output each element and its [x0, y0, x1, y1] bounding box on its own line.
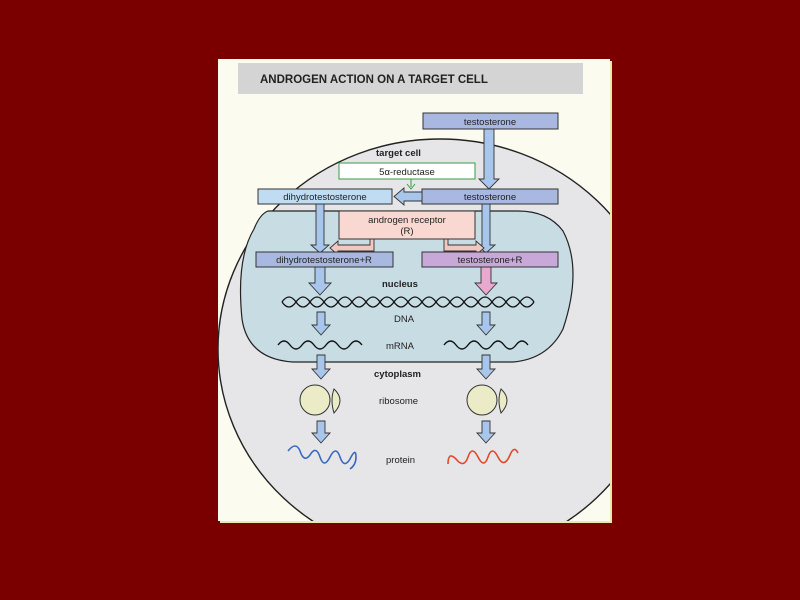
- right-mrna-arrow: [475, 311, 497, 336]
- reductase-arrow: [406, 179, 416, 190]
- dna-label: DNA: [394, 314, 415, 325]
- dht-r-dna-arrow: [307, 266, 333, 296]
- left-mrna-strand: [277, 340, 363, 350]
- left-protein: [287, 445, 357, 470]
- diagram-title: ANDROGEN ACTION ON A TARGET CELL: [260, 74, 488, 86]
- conversion-arrow: [393, 187, 423, 206]
- receptor-right-arrow: [443, 238, 485, 256]
- left-ribosome: [299, 384, 341, 416]
- receptor-label-line1: androgen receptor: [368, 215, 446, 226]
- dna-helix: [281, 296, 535, 308]
- dht-down-arrow: [309, 203, 331, 254]
- ribosome-label: ribosome: [379, 396, 418, 407]
- title-bar: [238, 63, 583, 94]
- figure-panel: ANDROGEN ACTION ON A TARGET CELL testost…: [218, 59, 610, 521]
- receptor-label-line2: (R): [400, 226, 413, 237]
- left-mrna-arrow: [310, 311, 332, 336]
- right-mrna-strand: [443, 340, 529, 350]
- t-r-label: testosterone+R: [458, 255, 523, 266]
- dht-box: [257, 188, 393, 205]
- reductase-label: 5α-reductase: [379, 167, 435, 178]
- left-ribosome-arrow: [310, 354, 332, 380]
- right-protein: [447, 448, 519, 465]
- entry-arrow: [477, 128, 501, 190]
- right-protein-arrow: [475, 420, 497, 444]
- androgen-diagram: ANDROGEN ACTION ON A TARGET CELL testost…: [218, 63, 610, 521]
- cytoplasm-label: cytoplasm: [374, 369, 421, 380]
- left-protein-arrow: [310, 420, 332, 444]
- dht-r-label: dihydrotestosterone+R: [276, 255, 372, 266]
- mrna-label: mRNA: [386, 341, 415, 352]
- receptor-box: [338, 210, 476, 240]
- protein-label: protein: [386, 455, 415, 466]
- testosterone-inside-label: testosterone: [464, 192, 516, 203]
- reductase-box: [338, 162, 476, 180]
- testosterone-outside-label: testosterone: [464, 117, 516, 128]
- dht-label: dihydrotestosterone: [283, 192, 366, 203]
- target-cell-label: target cell: [376, 148, 421, 159]
- nucleus-label: nucleus: [382, 279, 418, 290]
- t-r-dna-arrow: [473, 266, 499, 296]
- right-ribosome: [466, 384, 508, 416]
- right-ribosome-arrow: [475, 354, 497, 380]
